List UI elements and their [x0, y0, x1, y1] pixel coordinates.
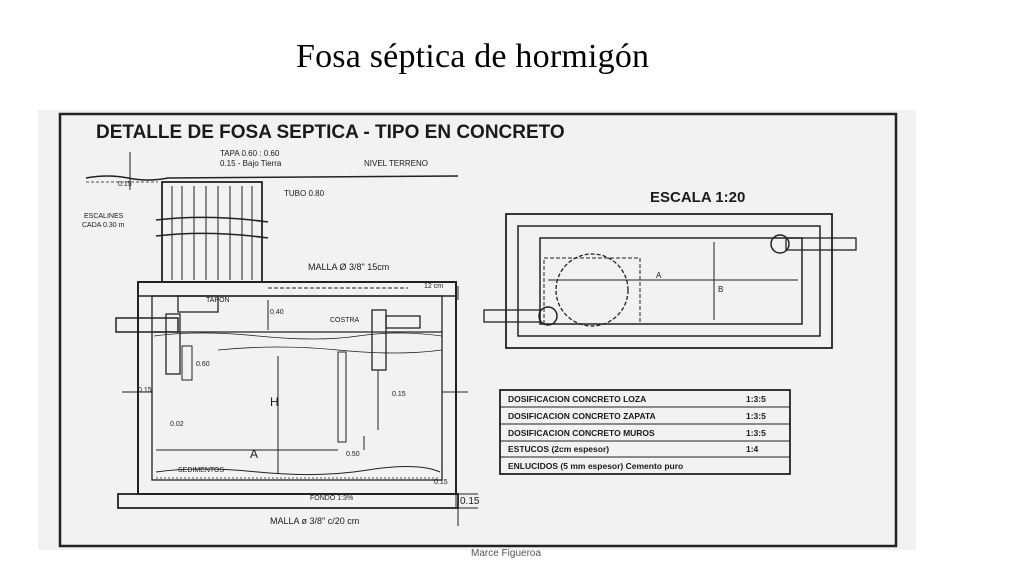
label-002: 0.02: [170, 421, 184, 428]
dosage-row-label: ESTUCOS (2cm espesor): [508, 444, 609, 454]
dosage-row-value: 1:3:5: [746, 411, 766, 421]
dosage-row-label: DOSIFICACION CONCRETO ZAPATA: [508, 411, 656, 421]
label-nivel-terreno: NIVEL TERRENO: [364, 159, 428, 168]
label-bajo-tierra: 0.15 - Bajo Tierra: [220, 159, 282, 168]
label-escalines: ESCALINES: [84, 213, 124, 220]
label-sedimentos: SEDIMENTOS: [178, 467, 224, 474]
label-tubo: TUBO 0.80: [284, 189, 325, 198]
drawing-frame: [58, 112, 898, 548]
label-a: A: [250, 447, 258, 461]
label-tapa: TAPA 0.60 : 0.60: [220, 149, 280, 158]
label-060: 0.60: [196, 361, 210, 368]
dosage-row-value: 1:3:5: [746, 394, 766, 404]
label-dim-top: 0.15: [118, 181, 132, 188]
label-015-left: 0.15: [138, 387, 152, 394]
footer-author: Marce Figueroa: [471, 548, 542, 559]
section-view: [85, 152, 478, 526]
label-015-right: 0.15: [392, 391, 406, 398]
dosage-row-value: 1:3:5: [746, 428, 766, 438]
label-costra: COSTRA: [330, 317, 360, 324]
scale-label: ESCALA 1:20: [650, 189, 745, 206]
dosage-row-label: DOSIFICACION CONCRETO LOZA: [508, 394, 646, 404]
label-040: 0.40: [270, 309, 284, 316]
label-015-base: 0.15: [434, 479, 448, 486]
dosage-row-label: DOSIFICACION CONCRETO MUROS: [508, 428, 655, 438]
drawing-heading: DETALLE DE FOSA SEPTICA - TIPO EN CONCRE…: [96, 122, 565, 143]
dosage-table: DOSIFICACION CONCRETO LOZA 1:3:5 DOSIFIC…: [499, 389, 791, 475]
label-malla-top: MALLA Ø 3/8" 15cm: [308, 262, 389, 272]
technical-drawing: DETALLE DE FOSA SEPTICA - TIPO EN CONCRE…: [38, 110, 916, 550]
plan-label-b: B: [718, 285, 723, 294]
drawing-canvas: DETALLE DE FOSA SEPTICA - TIPO EN CONCRE…: [58, 112, 898, 548]
label-015-base2: 0.15: [460, 496, 480, 507]
plan-view: [483, 213, 857, 349]
slide-title: Fosa séptica de hormigón: [296, 38, 650, 75]
label-h: H: [270, 395, 279, 409]
label-12cm: 12 cm: [424, 283, 443, 290]
label-malla-bottom: MALLA ø 3/8" c/20 cm: [270, 516, 359, 526]
dosage-row-value: 1:4: [746, 444, 759, 454]
dosage-row-label: ENLUCIDOS (5 mm espesor) Cemento puro: [508, 461, 683, 471]
label-fondo: FONDO 1:3%: [310, 495, 353, 502]
label-escalines-2: CADA 0.30 m: [82, 222, 125, 229]
label-tapon: TAPON: [206, 297, 230, 304]
label-050: 0.50: [346, 451, 360, 458]
plan-label-a: A: [656, 271, 662, 280]
